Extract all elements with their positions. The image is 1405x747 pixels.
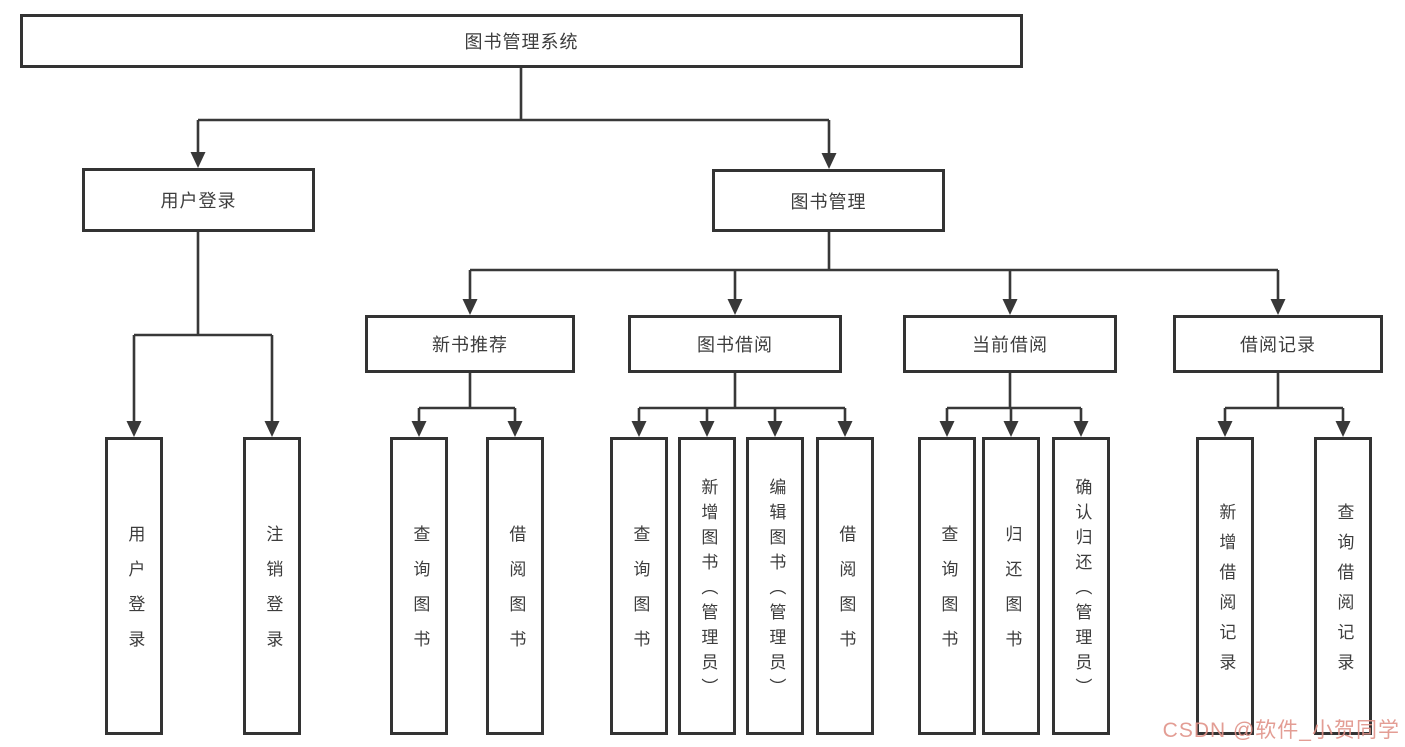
leaf-return-books: 归还图书 [982,437,1040,735]
node-user-login: 用户登录 [82,168,315,232]
node-book-borrowing: 图书借阅 [628,315,842,373]
leaf-logout-label: 注销登录 [263,525,283,665]
leaf-user-login-label: 用户登录 [125,525,145,665]
leaf-query-borrow-record-label: 查询借阅记录 [1334,502,1354,683]
node-library-system: 图书管理系统 [20,14,1023,68]
csdn-watermark: CSDN @软件_小贺同学 [1162,719,1400,742]
leaf-logout: 注销登录 [243,437,301,735]
leaf-query-borrow-record: 查询借阅记录 [1314,437,1372,735]
leaf-borrow-books-2: 借阅图书 [816,437,874,735]
node-book-management: 图书管理 [712,169,945,232]
leaf-confirm-return-admin-label: 确认归还（管理员） [1072,477,1092,703]
leaf-query-books-2-label: 查询图书 [630,525,650,665]
leaf-edit-books-admin-label: 编辑图书（管理员） [766,477,786,703]
leaf-add-books-admin: 新增图书（管理员） [678,437,736,735]
leaf-query-books-3: 查询图书 [918,437,976,735]
leaf-edit-books-admin: 编辑图书（管理员） [746,437,804,735]
leaf-add-borrow-record-label: 新增借阅记录 [1216,502,1236,683]
leaf-query-books-1: 查询图书 [390,437,448,735]
leaf-user-login: 用户登录 [105,437,163,735]
node-current-borrowing: 当前借阅 [903,315,1117,373]
leaf-query-books-3-label: 查询图书 [938,525,958,665]
leaf-borrow-books-1-label: 借阅图书 [506,525,526,665]
node-borrowing-records: 借阅记录 [1173,315,1383,373]
leaf-confirm-return-admin: 确认归还（管理员） [1052,437,1110,735]
leaf-query-books-2: 查询图书 [610,437,668,735]
leaf-return-books-label: 归还图书 [1002,525,1022,665]
leaf-borrow-books-2-label: 借阅图书 [836,525,856,665]
leaf-borrow-books-1: 借阅图书 [486,437,544,735]
leaf-add-books-admin-label: 新增图书（管理员） [698,477,718,703]
leaf-add-borrow-record: 新增借阅记录 [1196,437,1254,735]
leaf-query-books-1-label: 查询图书 [410,525,430,665]
node-new-book-recommend: 新书推荐 [365,315,575,373]
